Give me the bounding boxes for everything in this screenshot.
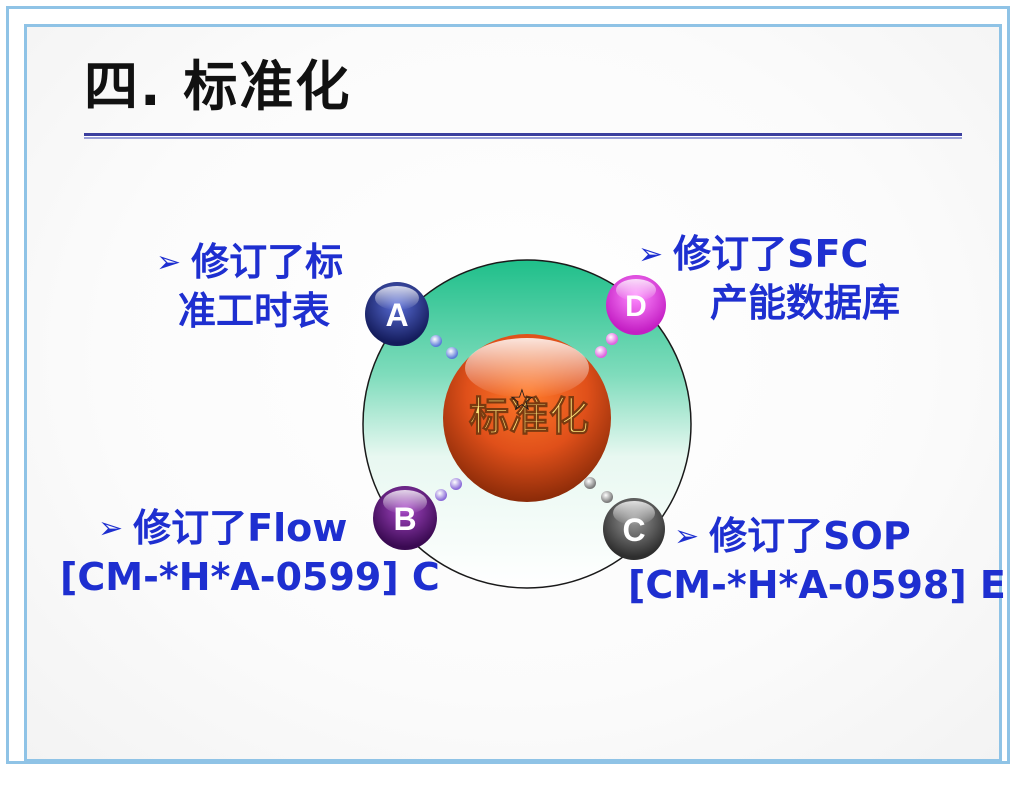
node-b-letter: B xyxy=(393,501,416,537)
label-d-line2: 产能数据库 xyxy=(710,280,901,325)
label-b-line2: [CM-*H*A-0599] C xyxy=(60,554,440,599)
label-b-line1: 修订了Flow xyxy=(133,506,348,550)
label-a-line1: 修订了标 xyxy=(191,240,344,284)
bead xyxy=(595,346,607,358)
bead xyxy=(430,335,442,347)
star-icon: ☆ xyxy=(509,383,536,418)
node-d-letter: D xyxy=(625,290,647,323)
arrow-bullet-icon: ➢ xyxy=(674,519,700,554)
node-a: A xyxy=(365,282,429,346)
bead xyxy=(450,478,462,490)
label-d: ➢ 修订了SFC 产能数据库 xyxy=(638,230,900,327)
center-label: 标准化 xyxy=(469,394,589,440)
bead xyxy=(435,489,447,501)
slide-title: 四. 标准化 xyxy=(84,55,352,118)
label-a-line2: 准工时表 xyxy=(178,288,331,333)
node-c-letter: C xyxy=(622,512,645,548)
bead xyxy=(606,333,618,345)
bead xyxy=(446,347,458,359)
node-b: B xyxy=(373,486,437,550)
label-c-line2: [CM-*H*A-0598] E xyxy=(628,562,1006,607)
label-c: ➢ 修订了SOP [CM-*H*A-0598] E xyxy=(628,512,1006,609)
label-d-line1: 修订了SFC xyxy=(673,232,869,276)
node-d: D xyxy=(606,275,666,335)
arrow-bullet-icon: ➢ xyxy=(98,511,124,546)
arrow-bullet-icon: ➢ xyxy=(156,245,182,280)
node-a-letter: A xyxy=(385,297,408,333)
label-a: ➢ 修订了标 准工时表 xyxy=(156,238,343,335)
arrow-bullet-icon: ➢ xyxy=(638,237,664,272)
title-underline xyxy=(84,133,962,139)
bead xyxy=(601,491,613,503)
label-c-line1: 修订了SOP xyxy=(709,514,911,558)
bead xyxy=(584,477,596,489)
label-b: ➢ 修订了Flow [CM-*H*A-0599] C xyxy=(60,504,440,601)
node-c: C xyxy=(603,498,665,560)
center-sphere xyxy=(443,334,611,502)
